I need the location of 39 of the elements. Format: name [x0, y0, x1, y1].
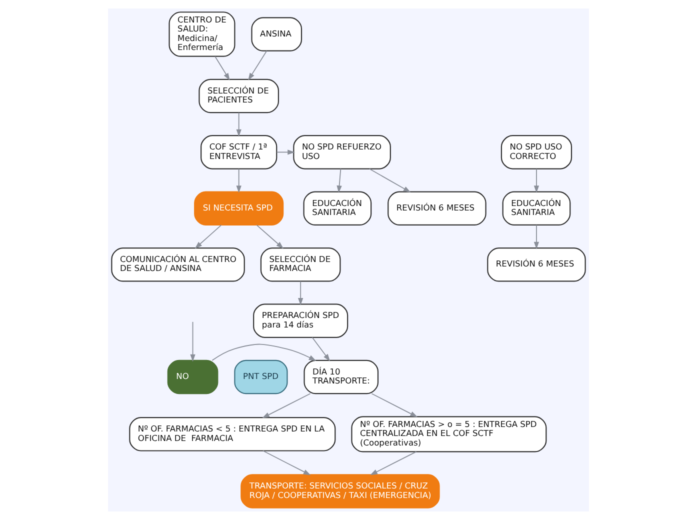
node-box: COMUNICACIÓN AL CENTRO DE SALUD / ANSINA	[111, 247, 245, 282]
node-box: EDUCACIÓN SANITARIA	[303, 191, 372, 226]
node-box: CENTRO DE SALUD: Medicina/ Enfermería	[168, 12, 236, 57]
node-box: Nº OF. FARMACIAS < 5 : ENTREGA SPD EN LA OFICINA DE FARMACIA	[129, 417, 336, 452]
arrow	[336, 168, 342, 193]
node-box: PREPARACIÓN SPD para 14 días	[253, 304, 348, 338]
node-box: NO SPD REFUERZO USO	[293, 135, 391, 170]
node-box: PNT SPD	[234, 360, 288, 394]
arrow	[371, 393, 418, 418]
arrow	[214, 56, 230, 80]
node-box: REVISIÓN 6 MESES	[388, 191, 486, 226]
arrow	[212, 344, 316, 361]
arrow	[194, 224, 222, 249]
arrow	[236, 112, 242, 137]
arrow	[298, 280, 304, 306]
arrow	[312, 337, 330, 362]
node-box: REVISIÓN 6 MESES	[487, 247, 586, 282]
arrow	[236, 168, 242, 193]
arrow	[276, 150, 295, 155]
arrow	[190, 321, 196, 362]
arrow	[534, 224, 540, 250]
arrow	[262, 393, 311, 418]
arrow	[370, 451, 417, 476]
node-box: SELECCIÓN DE PACIENTES	[198, 78, 280, 114]
node-box: NO SPD USO CORRECTO	[500, 135, 572, 170]
arrow	[534, 168, 540, 193]
node-box: DÍA 10 TRANSPORTE:	[304, 360, 379, 394]
node-box: ANSINA	[251, 17, 302, 52]
arrow	[256, 224, 284, 249]
node-box: COF SCTF / 1ª ENTREVISTA	[200, 135, 278, 170]
node-box: NO	[167, 360, 218, 394]
node-box: SELECCIÓN DE FARMACIA	[260, 247, 341, 282]
arrow	[248, 50, 268, 80]
node-box: Nº OF. FARMACIAS > o = 5 : ENTREGA SPD CENTRALIZADA EN EL COF SCTF (Cooperativas)	[351, 416, 547, 452]
arrow	[262, 450, 311, 476]
node-box: TRANSPORTE: SERVICIOS SOCIALES / CRUZ ROJA / COOPERATIVAS / TAXI (EMERGENCIA)	[240, 474, 440, 508]
node-box: SI NECESITA SPD	[194, 191, 284, 226]
arrow	[369, 168, 411, 192]
node-box: EDUCACIÓN SANITARIA	[502, 191, 571, 226]
